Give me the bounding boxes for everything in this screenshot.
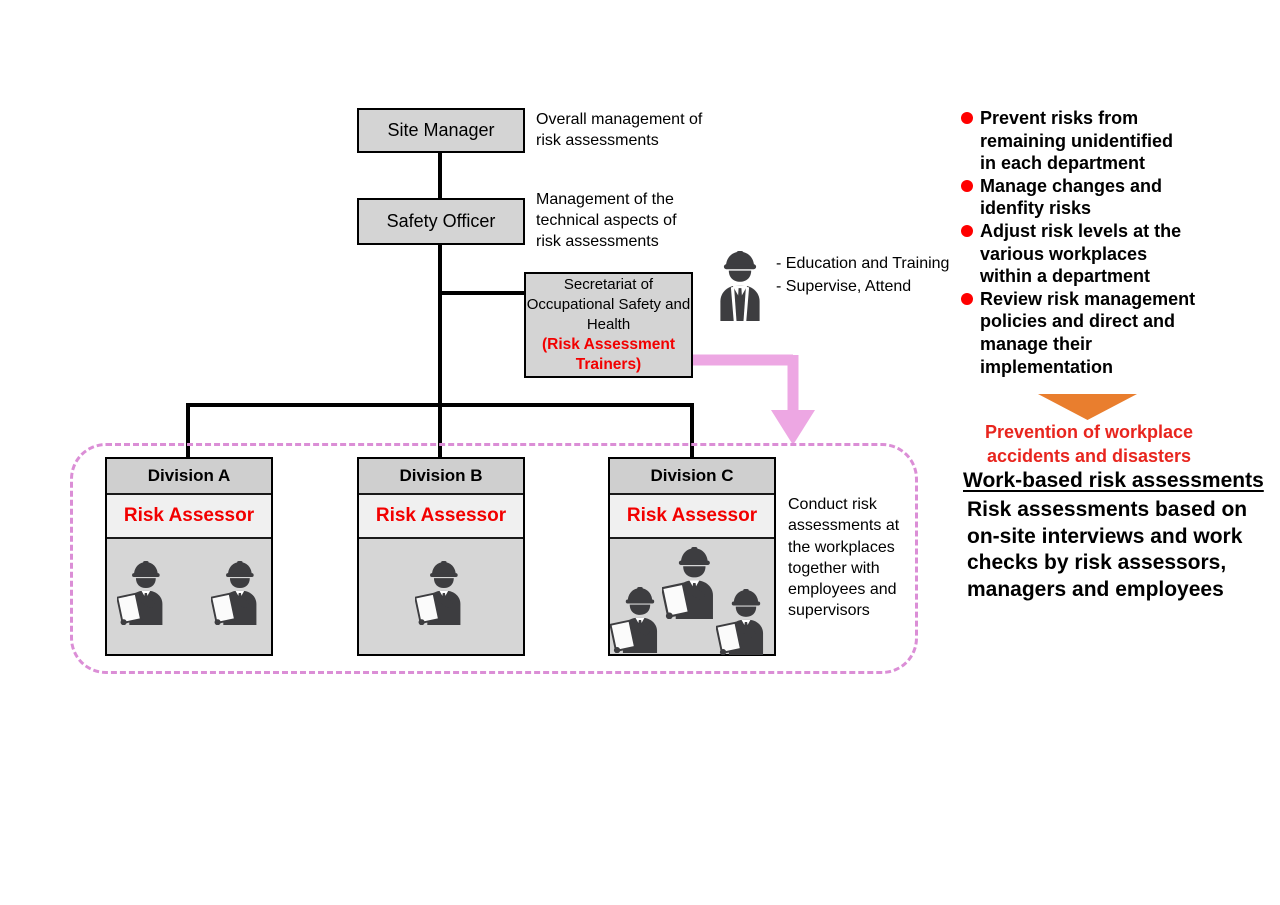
- division-c-box: Division C Risk Assessor: [608, 457, 776, 656]
- connector-secretariat: [440, 291, 524, 295]
- worker-with-hardhat-and-clipboard-icon: [610, 587, 659, 653]
- bullet-item: Prevent risks from remaining unidentifie…: [961, 107, 1216, 175]
- bullet-text: Prevent risks from remaining unidentifie…: [980, 108, 1174, 174]
- division-b-header: Division B: [359, 459, 523, 495]
- objectives-bullet-list: Prevent risks from remaining unidentifie…: [961, 107, 1216, 378]
- pink-arrow: [693, 354, 815, 445]
- site-manager-box: Site Manager: [357, 108, 525, 153]
- site-manager-label: Site Manager: [387, 120, 495, 140]
- divisions-note: Conduct risk assessments at the workplac…: [788, 496, 900, 620]
- secretariat-name: Secretariat of Occupational Safety and H…: [526, 276, 691, 333]
- work-based-body-line: Risk assessments based on: [967, 498, 1248, 521]
- work-based-body-line: checks by risk assessors,: [967, 551, 1227, 574]
- connector-stub-division-a: [186, 405, 190, 458]
- connector-trunk: [438, 244, 442, 406]
- division-a-header: Division A: [107, 459, 271, 495]
- site-manager-note: Overall management of risk assessments: [536, 111, 703, 149]
- work-based-body-line: managers and employees: [967, 577, 1224, 601]
- division-c-header: Division C: [610, 459, 774, 495]
- red-bullet-icon: [961, 292, 973, 305]
- work-based-body-line: on-site interviews and work: [967, 524, 1243, 548]
- work-based-body: Risk assessments based on on-site interv…: [967, 497, 1247, 603]
- secretariat-box: Secretariat of Occupational Safety and H…: [524, 272, 693, 378]
- connector-stub-division-b: [438, 405, 442, 458]
- worker-with-hardhat-icon: [720, 251, 760, 321]
- bullet-text: Adjust risk levels at the various workpl…: [980, 220, 1182, 287]
- work-based-heading: Work-based risk assessments: [963, 469, 1264, 492]
- safety-officer-note: Management of the technical aspects of r…: [536, 191, 677, 250]
- safety-officer-box: Safety Officer: [357, 198, 525, 245]
- division-a-icons: [107, 539, 271, 654]
- outcome-text: Prevention of workplace accidents and di…: [984, 422, 1194, 466]
- worker-with-hardhat-and-clipboard-icon: [211, 561, 258, 625]
- division-b-role: Risk Assessor: [359, 495, 523, 539]
- division-c-icons: [610, 539, 774, 655]
- worker-with-hardhat-and-clipboard-icon: [117, 561, 164, 625]
- connector-sitemgr-safetyofficer: [438, 152, 442, 200]
- worker-with-hardhat-and-clipboard-icon: [415, 561, 462, 625]
- bullet-text: Manage changes and idenfity risks: [980, 175, 1163, 219]
- red-bullet-icon: [961, 224, 973, 237]
- bullet-item: Adjust risk levels at the various workpl…: [961, 220, 1216, 288]
- secretariat-subtitle: (Risk Assessment Trainers): [542, 336, 675, 373]
- secretariat-duties-note: - Education and Training - Supervise, At…: [776, 255, 950, 295]
- division-c-role: Risk Assessor: [610, 495, 774, 539]
- bullet-item: Manage changes and idenfity risks: [961, 175, 1216, 220]
- division-b-box: Division B Risk Assessor: [357, 457, 525, 656]
- worker-with-hardhat-and-clipboard-icon: [662, 547, 715, 619]
- red-bullet-icon: [961, 179, 973, 192]
- division-b-icons: [359, 539, 523, 654]
- worker-with-hardhat-and-clipboard-icon: [716, 589, 765, 655]
- safety-officer-label: Safety Officer: [386, 211, 496, 231]
- division-a-role: Risk Assessor: [107, 495, 271, 539]
- orange-down-arrow-icon: [1038, 394, 1137, 420]
- connector-stub-division-c: [690, 405, 694, 458]
- red-bullet-icon: [961, 112, 973, 124]
- bullet-text: Review risk management policies and dire…: [980, 288, 1196, 377]
- bullet-item: Review risk management policies and dire…: [961, 288, 1216, 378]
- divisions-group-outline: [70, 443, 918, 674]
- division-a-box: Division A Risk Assessor: [105, 457, 273, 656]
